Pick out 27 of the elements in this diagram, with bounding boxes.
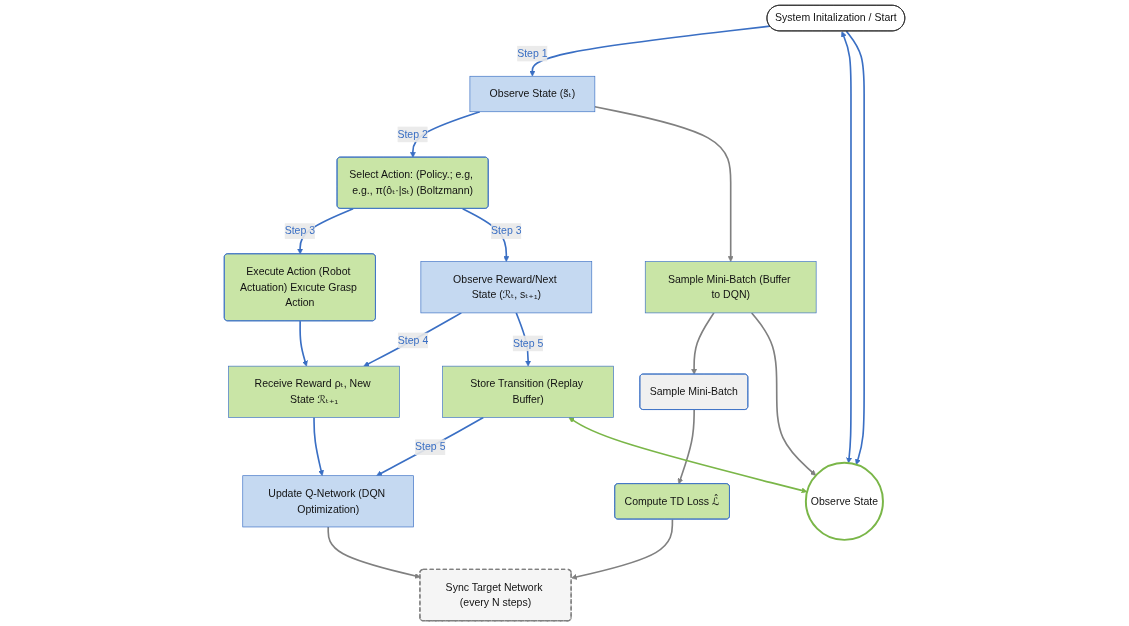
arrow — [363, 312, 463, 367]
arrow — [313, 416, 324, 476]
arrow — [568, 417, 808, 494]
edge-label: Step 4 — [397, 334, 429, 346]
arrow — [299, 320, 308, 367]
node-circle: Observe State — [804, 461, 884, 541]
edge-label: Step 5 — [415, 441, 446, 453]
edge-label: Step 1 — [517, 47, 548, 59]
arrow — [691, 312, 715, 375]
edge-label: Step 2 — [397, 128, 428, 140]
node-box: Observe State (s̃ₜ) — [469, 75, 596, 113]
node-box: Receive Reward ρₜ, New State ℛₜ₊₁ — [228, 365, 400, 418]
node-box: Observe Reward/Next State (ℛₜ, sₜ₊₁) — [420, 261, 593, 314]
arrow — [845, 30, 865, 465]
edge-label: Step 3 — [284, 225, 316, 237]
arrow — [841, 31, 852, 464]
arrow — [594, 105, 734, 262]
node-box: Store Transition (Replay Buffer) — [442, 365, 614, 418]
arrow — [677, 409, 695, 485]
edge-label: Step 3 — [491, 225, 522, 237]
arrow — [571, 518, 674, 580]
arrow — [529, 25, 771, 77]
edge-label: Step 5 — [512, 337, 544, 349]
arrow — [750, 312, 817, 476]
node-box: Update Q-Network (DQN Optimization) — [242, 475, 414, 528]
node-box: Sample Mini-Batch (Buffer to DQN) — [644, 261, 817, 314]
arrow — [376, 416, 485, 476]
